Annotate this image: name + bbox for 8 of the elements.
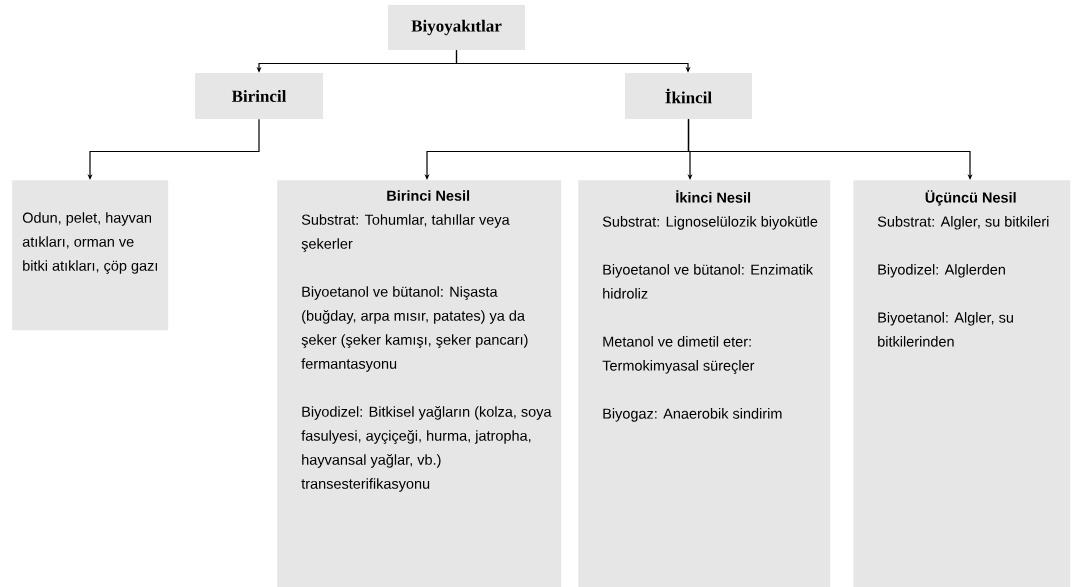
category-box: Birincil [195, 73, 323, 119]
text-box: Üçüncü Nesil Substrat: Algler, su bitkileri Biyodizel: Alglerden Biyoetanol: Algler, su bitkilerinden [853, 180, 1071, 587]
text-box: İkinci Nesil Substrat: Lignoselülozik biyokütle Biyoetanol ve bütanol: Enzimatik hidroliz Metanol ve dimetil eter: Termokimyasal süreçler Biyogaz: Anaerobik sindirim [578, 180, 831, 587]
arrow [687, 118, 973, 180]
text-box: Birinci Nesil Substrat: Tohumlar, tahıllar veya şekerler Biyoetanol ve bütanol: Nişasta (buğday, arpa mısır, patates) ya da şeker (şeker kamışı, şeker pancarı) fermantasyonu Biyodizel: Bitkisel yağların (kolza, soya fasulyesi, ayçiçeği, hurma, jatropha, hayvansal yağlar, vb.) transesterifikasyonu [277, 180, 562, 587]
text-box: Odun, pelet, hayvan atıkları, orman ve bitki atıkları, çöp gazı [12, 180, 169, 331]
category-box: İkincil [625, 73, 752, 119]
category-box: Biyoyakıtlar [388, 5, 525, 50]
